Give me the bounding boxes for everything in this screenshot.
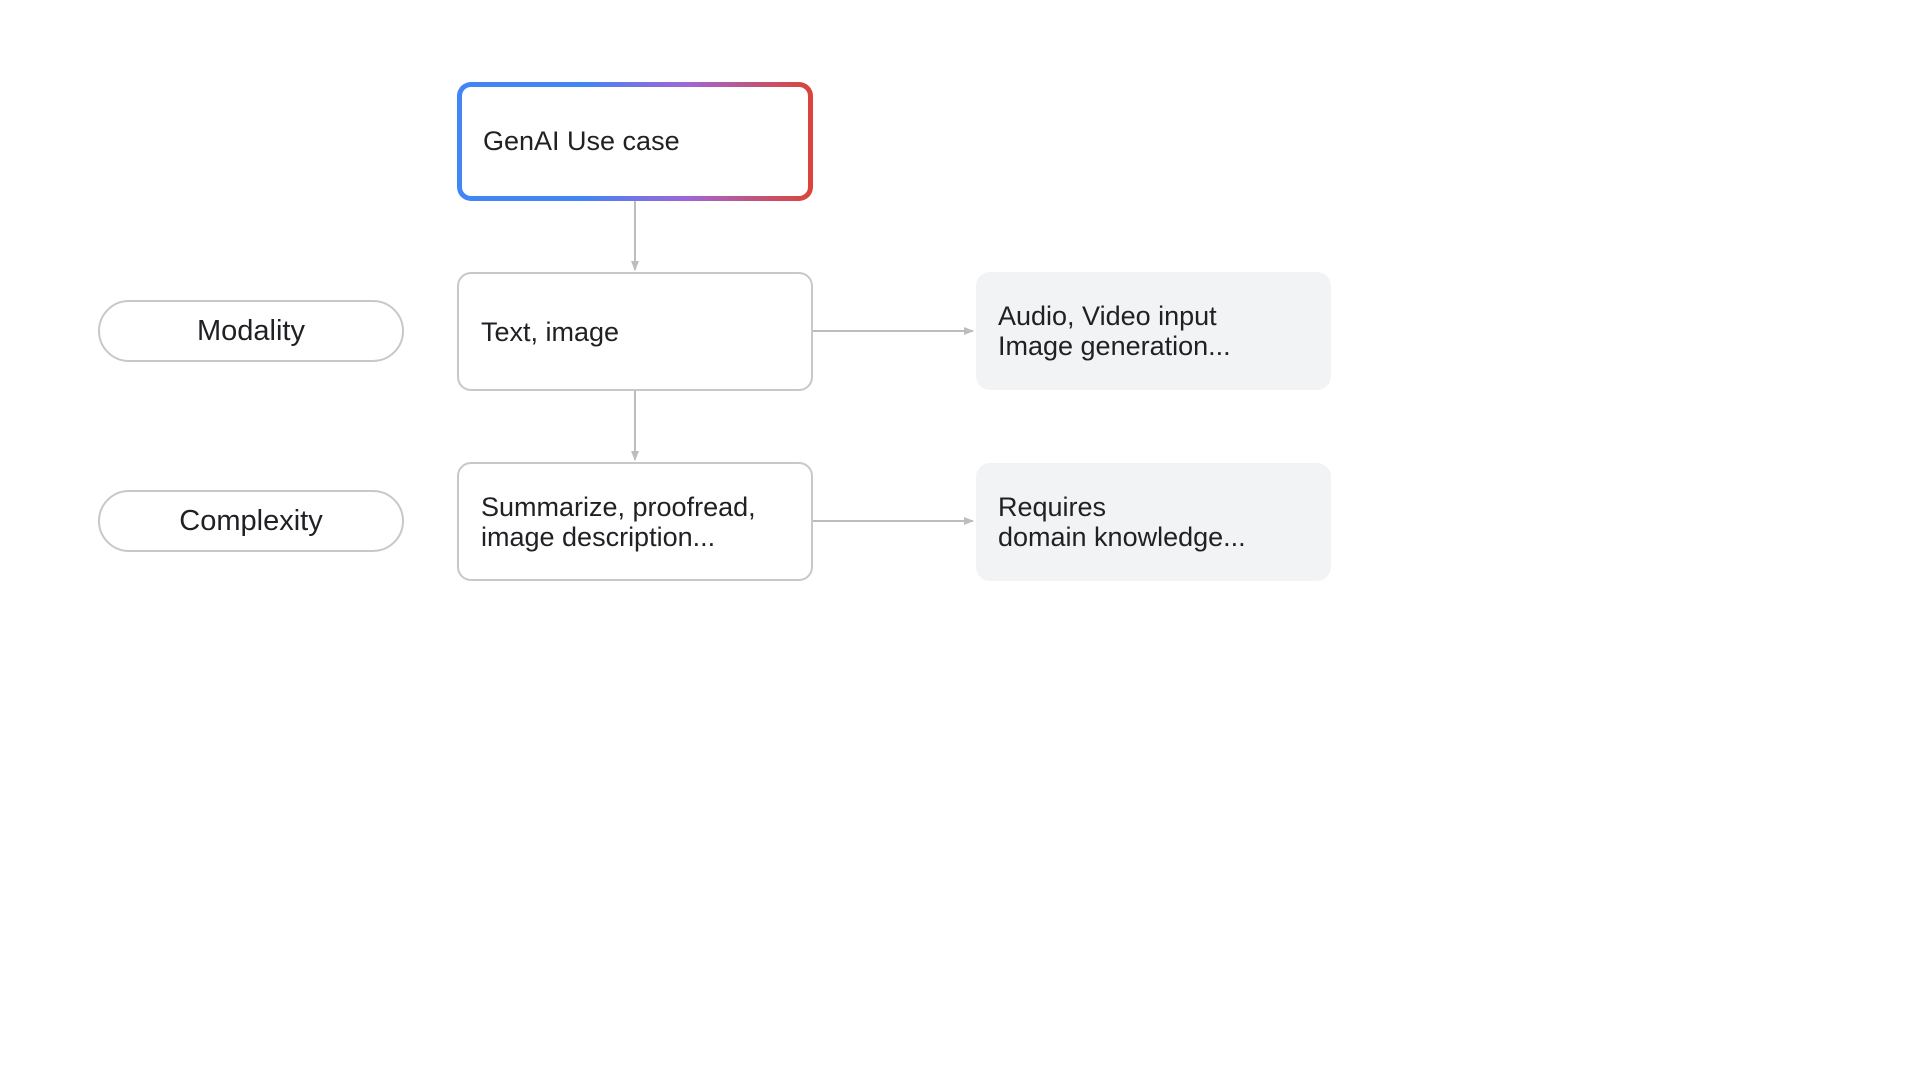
- category-pill-complexity: Complexity: [98, 490, 404, 552]
- category-pill-modality: Modality: [98, 300, 404, 362]
- root-node-genai-use-case: GenAI Use case: [457, 82, 813, 201]
- complexity-node: Summarize, proofread, image description.…: [457, 462, 813, 581]
- modality-detail-line-1: Audio, Video input: [998, 301, 1217, 331]
- complexity-detail-line-1: Requires: [998, 492, 1107, 522]
- complexity-node-line-1: Summarize, proofread,: [481, 491, 756, 522]
- modality-detail-node: Audio, Video input Image generation...: [976, 272, 1331, 390]
- category-label-complexity: Complexity: [179, 504, 323, 537]
- modality-node-line-1: Text, image: [481, 316, 620, 347]
- complexity-detail-line-2: domain knowledge...: [998, 522, 1246, 552]
- root-node-label: GenAI Use case: [462, 87, 808, 196]
- modality-detail-line-2: Image generation...: [998, 331, 1231, 361]
- complexity-node-line-2: image description...: [481, 521, 716, 552]
- complexity-detail-node: Requires domain knowledge...: [976, 463, 1331, 581]
- modality-node: Text, image: [457, 272, 813, 391]
- category-label-modality: Modality: [197, 314, 305, 347]
